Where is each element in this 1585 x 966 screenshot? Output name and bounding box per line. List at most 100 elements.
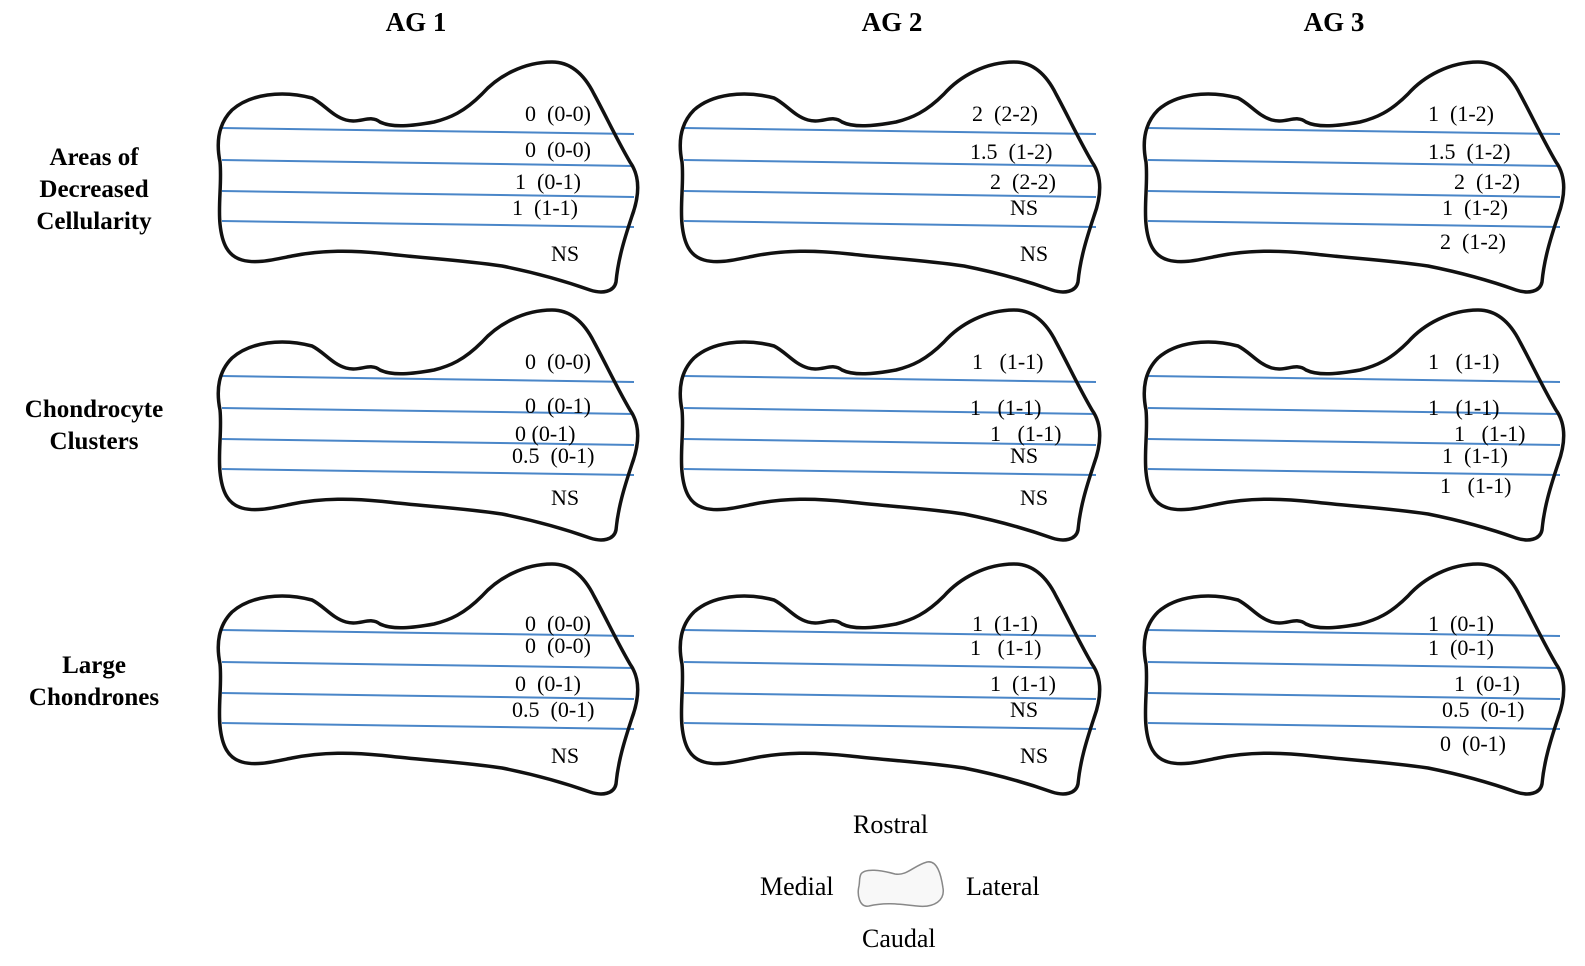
bone-outline-icon <box>1142 60 1566 294</box>
section-line <box>683 629 1097 637</box>
section-score-label: 2 (2-2) <box>990 169 1056 194</box>
diagram-cell: 0 (0-0)0 (0-0)0 (0-1)0.5 (0-1)NS <box>212 556 652 796</box>
section-score-label: 1 (1-1) <box>990 671 1056 696</box>
bone-outline-path <box>216 60 640 294</box>
section-score-label: 2 (1-2) <box>1454 169 1520 194</box>
bone-outline-icon <box>678 60 1102 294</box>
bone-outline-path <box>1142 308 1566 542</box>
bone-outline-small-icon <box>857 861 944 908</box>
section-score-label: 1 (1-1) <box>1442 443 1508 468</box>
section-line <box>683 661 1097 669</box>
section-line <box>1147 438 1561 446</box>
section-line <box>221 220 635 228</box>
row-label-line: Large <box>62 652 126 679</box>
section-line <box>683 220 1097 228</box>
section-line <box>1147 190 1561 198</box>
bone-outline-icon <box>216 308 640 542</box>
diagram-cell: 0 (0-0)0 (0-1)0 (0-1)0.5 (0-1)NS <box>212 302 652 542</box>
section-score-label: 0.5 (0-1) <box>1442 697 1525 722</box>
diagram-cell: 0 (0-0) 0 (0-0) 1 (0-1)1 (1-1) NS <box>212 54 652 294</box>
row-label-large-chondrones: Large Chondrones <box>0 650 188 714</box>
section-line <box>1147 220 1561 228</box>
section-score-label: 0 (0-1) <box>1440 731 1506 756</box>
section-score-label: 1 (0-1) <box>1454 671 1520 696</box>
legend-lateral-label: Lateral <box>966 872 1040 901</box>
bone-outline-icon <box>678 308 1102 542</box>
section-line <box>221 438 635 446</box>
section-score-label: 1 (1-1) <box>990 421 1062 446</box>
section-line <box>1147 468 1561 476</box>
row-label-line: Cellularity <box>36 208 152 235</box>
section-line <box>221 375 635 383</box>
section-score-label: 1.5 (1-2) <box>970 139 1053 164</box>
section-score-label: NS <box>551 241 580 266</box>
section-score-label: 1.5 (1-2) <box>1428 139 1511 164</box>
bone-outline-path <box>1142 60 1566 294</box>
section-score-label: 0.5 (0-1) <box>512 443 595 468</box>
section-line <box>1147 692 1561 700</box>
section-line <box>1147 407 1561 415</box>
bone-outline-path <box>216 562 640 796</box>
section-score-label: 1 (1-1) <box>972 349 1044 374</box>
section-line <box>1147 375 1561 383</box>
legend-medial-label: Medial <box>760 872 834 901</box>
row-label-decreased-cellularity: Areas of Decreased Cellularity <box>0 142 188 238</box>
section-line <box>683 407 1097 415</box>
legend-rostral-label: Rostral <box>853 810 929 839</box>
bone-outline-icon <box>216 60 640 294</box>
section-score-label: NS <box>551 485 580 510</box>
bone-outline-path <box>678 308 1102 542</box>
bone-outline-path <box>1142 562 1566 796</box>
section-line <box>1147 629 1561 637</box>
diagram-cell: 1 (0-1)1 (0-1)1 (0-1)0.5 (0-1)0 (0-1) <box>1138 556 1578 796</box>
section-line <box>221 692 635 700</box>
section-line <box>683 127 1097 135</box>
section-score-label: 0 (0-0) <box>525 137 591 162</box>
section-score-label: NS <box>1020 485 1049 510</box>
section-score-label: 0 (0-1) <box>525 393 591 418</box>
column-header-ag2: AG 2 <box>861 7 923 37</box>
section-score-label: 0.5 (0-1) <box>512 697 595 722</box>
section-score-label: 1 (1-1) <box>1440 473 1512 498</box>
section-line <box>683 722 1097 730</box>
section-score-label: 0 (0-1) <box>515 671 581 696</box>
section-line <box>221 722 635 730</box>
section-score-label: 0 (0-1) <box>515 421 576 446</box>
section-score-label: 0 (0-0) <box>525 611 591 636</box>
section-score-label: 1 (1-1) <box>970 635 1042 660</box>
section-score-label: 1 (0-1) <box>515 169 581 194</box>
section-score-label: NS <box>1010 195 1039 220</box>
section-line <box>683 438 1097 446</box>
row-label-line: Areas of <box>49 144 139 171</box>
section-line <box>683 159 1097 167</box>
section-line <box>683 692 1097 700</box>
section-line <box>1147 722 1561 730</box>
bone-outline-icon <box>678 562 1102 796</box>
diagram-cell: 1 (1-2)1.5 (1-2)2 (1-2)1 (1-2)2 (1-2) <box>1138 54 1578 294</box>
legend-caudal-label: Caudal <box>862 924 936 953</box>
row-label-line: Decreased <box>39 176 149 203</box>
section-line <box>221 468 635 476</box>
section-score-label: 1 (1-2) <box>1428 101 1494 126</box>
section-line <box>221 407 635 415</box>
section-line <box>683 468 1097 476</box>
section-score-label: NS <box>551 743 580 768</box>
section-line <box>221 159 635 167</box>
bone-outline-icon <box>216 562 640 796</box>
column-header-ag3: AG 3 <box>1303 7 1365 37</box>
bone-outline-path <box>678 562 1102 796</box>
section-score-label: 1 (1-1) <box>1428 395 1500 420</box>
section-line <box>221 127 635 135</box>
section-line <box>221 661 635 669</box>
section-score-label: 1 (1-1) <box>512 195 578 220</box>
section-score-label: NS <box>1020 743 1049 768</box>
bone-outline-path <box>216 308 640 542</box>
row-label-line: Chondrones <box>28 684 160 711</box>
section-score-label: 1 (1-1) <box>1454 421 1526 446</box>
section-score-label: NS <box>1020 241 1049 266</box>
section-score-label: 0 (0-0) <box>525 101 591 126</box>
section-score-label: 1 (0-1) <box>1428 611 1494 636</box>
section-score-label: 1 (1-2) <box>1442 195 1508 220</box>
